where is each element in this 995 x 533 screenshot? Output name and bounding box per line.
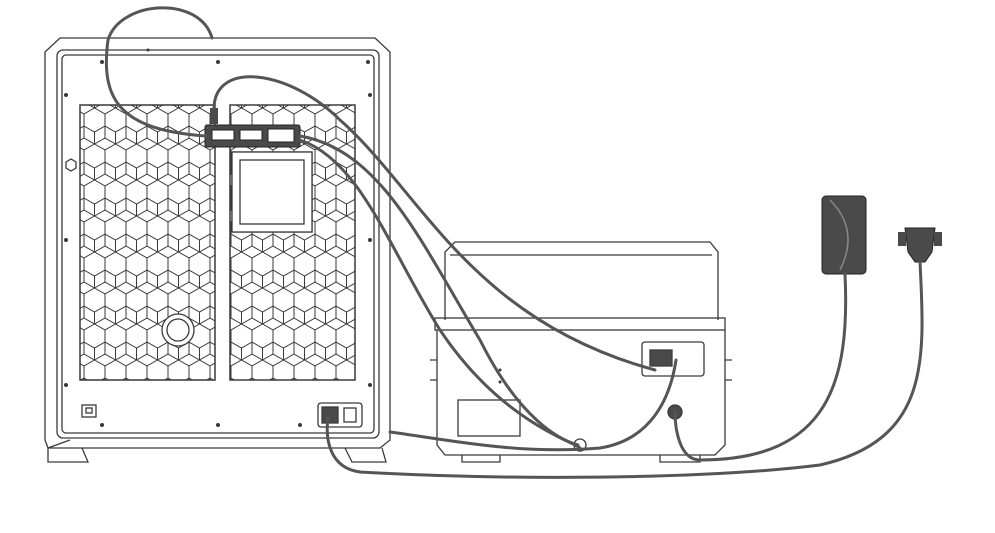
power-adapter bbox=[821, 195, 867, 275]
printer-rear-panel bbox=[44, 37, 391, 463]
junction-hub bbox=[204, 108, 301, 148]
power-plug bbox=[898, 227, 942, 263]
wash-cure-station bbox=[430, 241, 732, 463]
cables bbox=[104, 6, 924, 479]
